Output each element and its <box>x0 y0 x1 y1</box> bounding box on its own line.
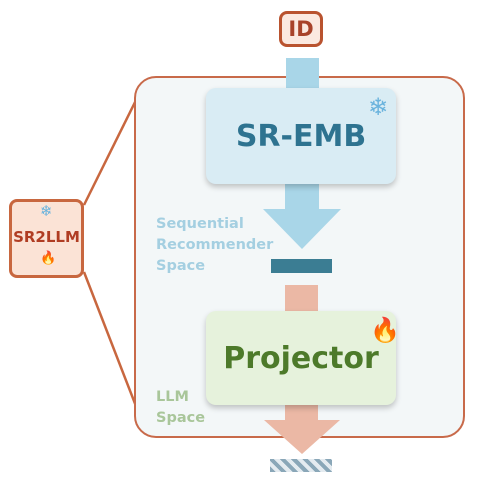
sequential-label-line-2: Recommender <box>156 237 274 253</box>
projector-output-arrow-shaft <box>285 402 318 422</box>
projector-block: Projector <box>206 311 396 405</box>
sr-emb-label: SR-EMB <box>235 118 367 154</box>
projector-output-arrow-head <box>264 420 340 454</box>
sequential-label-line-3: Space <box>156 258 206 274</box>
projector-label: Projector <box>223 340 379 376</box>
projector-input-arrow <box>285 285 318 315</box>
snowflake-icon: ❄ <box>368 93 389 121</box>
fire-icon: 🔥 <box>370 316 400 344</box>
sequential-recommender-space-label: Sequential Recommender Space <box>156 214 273 277</box>
sequential-embedding-bar <box>271 259 332 273</box>
sr-emb-block: SR-EMB <box>206 88 396 184</box>
fire-icon: 🔥 <box>40 251 57 266</box>
sr2llm-box <box>9 199 84 278</box>
llm-space-label: LLM Space <box>156 387 205 429</box>
id-input-box: ID <box>279 11 323 47</box>
sr2llm-label: SR2LLM <box>13 228 80 246</box>
sr-output-arrow-shaft <box>285 180 319 210</box>
id-label: ID <box>288 17 314 41</box>
llm-embedding-bar <box>270 459 332 472</box>
id-input-arrow <box>286 58 319 92</box>
llm-label-line-1: LLM <box>156 389 189 405</box>
sequential-label-line-1: Sequential <box>156 216 244 232</box>
snowflake-icon: ❄ <box>40 202 53 220</box>
llm-label-line-2: Space <box>156 410 206 426</box>
sr-output-arrow-head <box>263 209 341 249</box>
